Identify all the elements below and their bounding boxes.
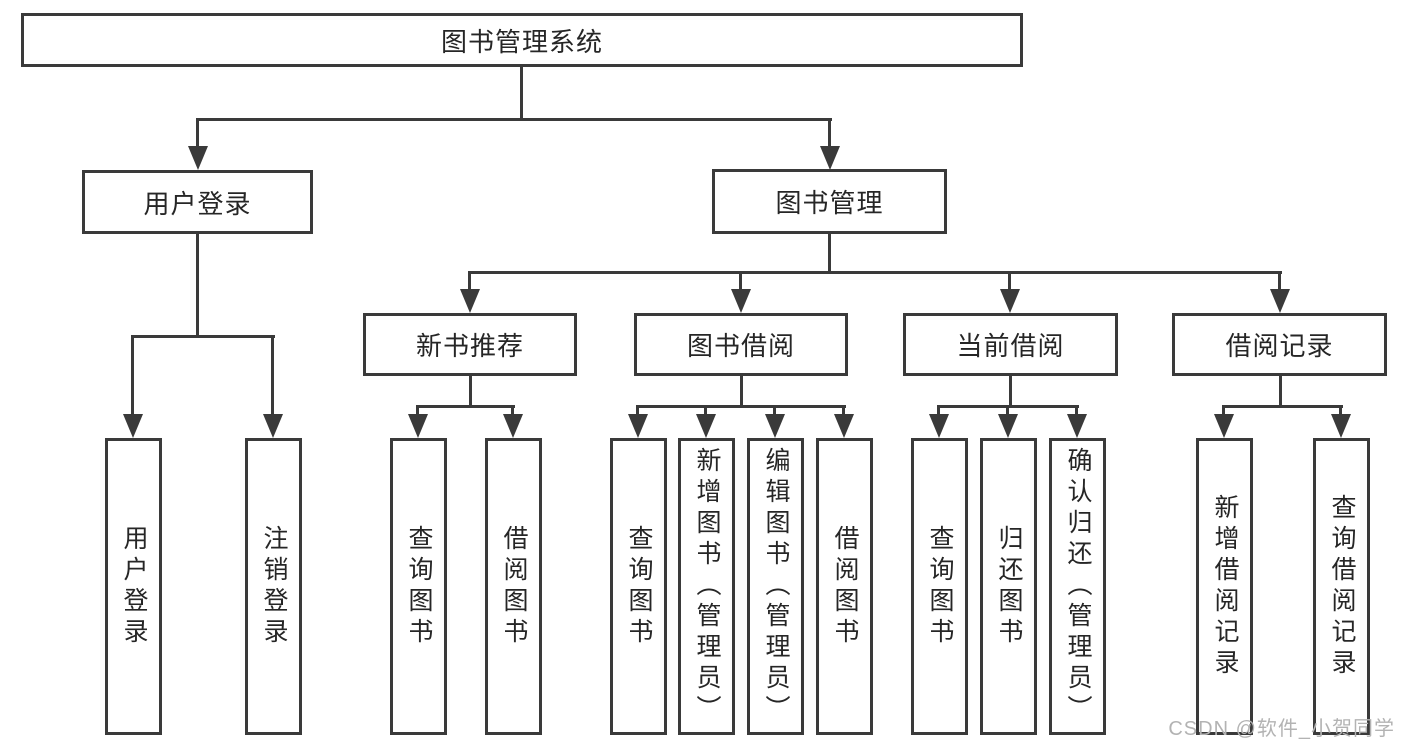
node-book-borrow-label: 图书借阅	[686, 331, 795, 361]
node-root-label: 图书管理系统	[440, 26, 603, 57]
node-new-book-recommend-label: 新书推荐	[415, 331, 524, 361]
arrow-down-icon	[123, 335, 143, 438]
connector-book-borrow-stub	[740, 374, 743, 407]
node-book-borrow: 图书借阅	[634, 313, 848, 376]
node-current-borrow-label: 当前借阅	[956, 331, 1065, 361]
arrow-down-icon	[408, 405, 428, 438]
node-user-login-label: 用户登录	[143, 188, 252, 219]
node-user-login: 用户登录	[82, 170, 313, 234]
arrow-down-icon	[1000, 272, 1020, 313]
leaf-borrow-query-books-label: 查询图书	[625, 524, 653, 649]
node-new-book-recommend: 新书推荐	[363, 313, 577, 376]
arrow-down-icon	[834, 405, 854, 438]
leaf-borrow-edit-books-admin: 编辑图书（管理员）	[747, 438, 804, 735]
node-borrow-records: 借阅记录	[1172, 313, 1387, 376]
arrow-down-icon	[696, 405, 716, 438]
arrow-down-icon	[820, 118, 840, 170]
arrow-down-icon	[503, 405, 523, 438]
node-current-borrow: 当前借阅	[903, 313, 1118, 376]
connector-borrow-records-stub	[1279, 374, 1282, 407]
leaf-current-confirm-return-admin-label: 确认归还（管理员）	[1064, 447, 1092, 726]
connector-book-borrow-rail	[636, 405, 846, 408]
node-book-management-label: 图书管理	[775, 188, 884, 218]
arrow-down-icon	[765, 405, 785, 438]
connector-borrow-records-rail	[1222, 405, 1343, 408]
connector-new-book-recommend-stub	[469, 374, 472, 407]
connector-current-borrow-stub	[1009, 374, 1012, 407]
arrow-down-icon	[731, 272, 751, 313]
leaf-current-return-books-label: 归还图书	[995, 524, 1023, 649]
leaf-current-confirm-return-admin: 确认归还（管理员）	[1049, 438, 1106, 735]
arrow-down-icon	[929, 405, 949, 438]
leaf-borrow-query-books: 查询图书	[610, 438, 667, 735]
leaf-current-query-books-label: 查询图书	[926, 524, 954, 649]
leaf-current-query-books: 查询图书	[911, 438, 968, 735]
leaf-borrow-add-books-admin-label: 新增图书（管理员）	[693, 447, 721, 726]
arrow-down-icon	[1214, 405, 1234, 438]
leaf-recommend-borrow-books: 借阅图书	[485, 438, 542, 735]
node-root: 图书管理系统	[21, 13, 1023, 67]
node-borrow-records-label: 借阅记录	[1225, 331, 1334, 361]
leaf-logout-label: 注销登录	[260, 524, 288, 649]
leaf-recommend-query-books-label: 查询图书	[405, 524, 433, 649]
connector-user-login-stub	[196, 232, 199, 337]
arrow-down-icon	[628, 405, 648, 438]
leaf-user-login-label: 用户登录	[120, 524, 148, 649]
arrow-down-icon	[263, 335, 283, 438]
leaf-records-add-record-label: 新增借阅记录	[1211, 493, 1239, 680]
leaf-current-return-books: 归还图书	[980, 438, 1037, 735]
arrow-down-icon	[460, 272, 480, 313]
leaf-borrow-borrow-books-label: 借阅图书	[831, 524, 859, 649]
leaf-logout: 注销登录	[245, 438, 302, 735]
arrow-down-icon	[1067, 405, 1087, 438]
leaf-recommend-query-books: 查询图书	[390, 438, 447, 735]
arrow-down-icon	[1270, 272, 1290, 313]
arrow-down-icon	[998, 405, 1018, 438]
leaf-recommend-borrow-books-label: 借阅图书	[500, 524, 528, 649]
connector-root-rail	[197, 118, 832, 121]
leaf-records-add-record: 新增借阅记录	[1196, 438, 1253, 735]
leaf-records-query-record-label: 查询借阅记录	[1328, 493, 1356, 680]
leaf-records-query-record: 查询借阅记录	[1313, 438, 1370, 735]
connector-root-stub	[520, 64, 523, 120]
arrow-down-icon	[188, 118, 208, 170]
leaf-borrow-borrow-books: 借阅图书	[816, 438, 873, 735]
connector-book-management-rail	[468, 271, 1282, 274]
csdn-watermark: CSDN @软件_小贺同学	[1168, 718, 1395, 740]
leaf-borrow-edit-books-admin-label: 编辑图书（管理员）	[762, 447, 790, 726]
node-book-management: 图书管理	[712, 169, 947, 234]
leaf-user-login: 用户登录	[105, 438, 162, 735]
connector-user-login-rail	[131, 335, 275, 338]
arrow-down-icon	[1331, 405, 1351, 438]
connector-new-book-recommend-rail	[416, 405, 515, 408]
leaf-borrow-add-books-admin: 新增图书（管理员）	[678, 438, 735, 735]
connector-book-management-stub	[828, 232, 831, 274]
